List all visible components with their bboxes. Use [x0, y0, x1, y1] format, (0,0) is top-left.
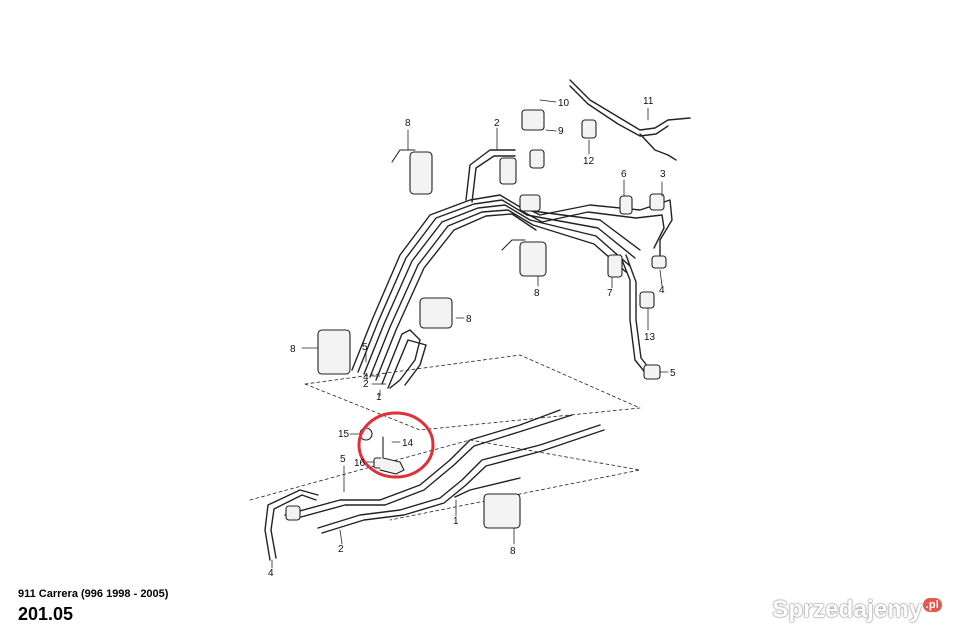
callout-8-left: 8 [290, 344, 296, 355]
callout-1-lower: 1 [453, 516, 459, 527]
clamps [285, 109, 667, 529]
callout-13: 13 [644, 332, 656, 343]
callout-8-bottom: 8 [510, 546, 516, 557]
callout-7: 7 [607, 288, 613, 299]
callout-1-upper: 1 [376, 392, 382, 403]
callout-2-lower: 2 [338, 544, 344, 555]
callout-9: 9 [558, 126, 564, 137]
callout-15: 15 [338, 429, 350, 440]
callout-12: 12 [583, 156, 595, 167]
callout-5-right: 5 [670, 368, 676, 379]
callout-10: 10 [558, 98, 570, 109]
callout-4-left: 4 [363, 372, 369, 383]
callout-3: 3 [660, 169, 666, 180]
callout-14: 14 [402, 438, 414, 449]
callout-8-mid: 8 [534, 288, 540, 299]
model-caption: 911 Carrera (996 1998 - 2005) [18, 588, 169, 600]
highlight-circle [357, 411, 435, 479]
callout-4-bottom: 4 [268, 568, 274, 579]
watermark: Sprzedajemy.pl [772, 596, 942, 624]
callout-5-lower: 5 [340, 454, 346, 465]
page-number: 201.05 [18, 604, 74, 624]
lower-brake-lines [264, 409, 605, 561]
leader-lines [271, 99, 669, 569]
watermark-brand: Sprzedajemy [772, 596, 923, 623]
callout-16: 16 [354, 458, 366, 469]
callout-2-top: 2 [494, 118, 500, 129]
upper-brake-lines [351, 149, 641, 389]
callout-5-upper: 5 [362, 342, 368, 353]
callout-8-center: 8 [466, 314, 472, 325]
watermark-tld: .pl [922, 598, 942, 612]
callout-4-right: 4 [659, 285, 665, 296]
callout-8-top: 8 [405, 118, 411, 129]
callout-labels: 10 11 2 9 8 12 6 3 4 8 7 8 13 8 5 5 4 2 … [268, 96, 676, 579]
callout-11: 11 [643, 96, 654, 107]
callout-6: 6 [621, 169, 627, 180]
right-brake-lines [519, 79, 691, 377]
callout-2-left: 2 [363, 379, 369, 390]
